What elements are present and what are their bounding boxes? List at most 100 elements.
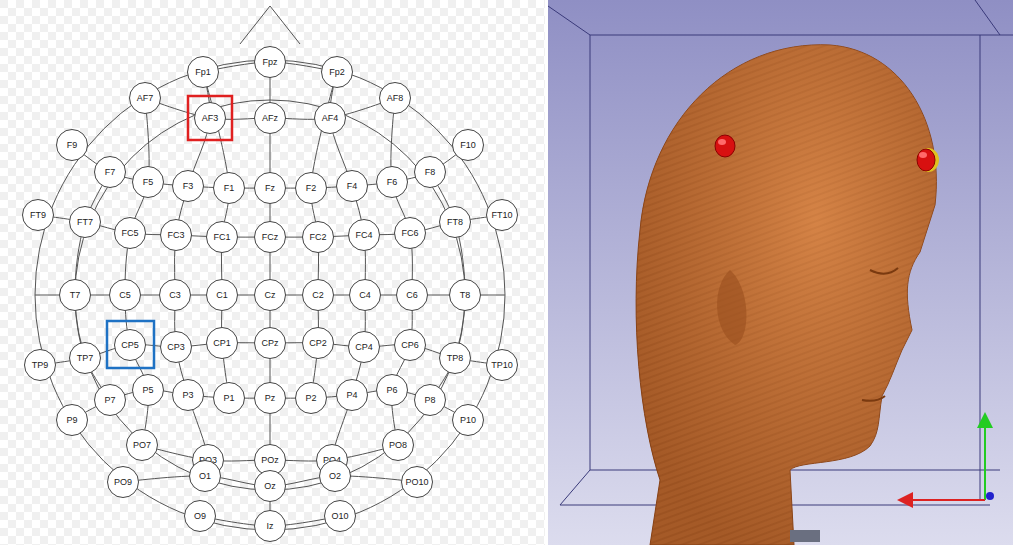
electrode-label: Iz <box>266 522 273 531</box>
electrode-label: CP4 <box>355 343 373 352</box>
electrode-circle: TP7 <box>69 342 101 374</box>
electrode-circle: PO8 <box>382 429 414 461</box>
electrode-circle: F4 <box>336 170 368 202</box>
electrode-label: AF7 <box>137 94 154 103</box>
electrode-label: CP2 <box>309 339 327 348</box>
electrode-label: AF8 <box>387 94 404 103</box>
electrode-label: F6 <box>387 178 398 187</box>
electrode-label: F3 <box>183 182 194 191</box>
electrode-label: CP3 <box>167 343 185 352</box>
electrode-circle: FC1 <box>206 221 238 253</box>
electrode-label: P9 <box>66 416 77 425</box>
electrode-layer: Fp1FpzFp2AF7AF3AFzAF4AF8F9F7F5F3F1FzF2F4… <box>0 0 545 545</box>
electrode-label: O1 <box>199 472 211 481</box>
electrode-circle: AFz <box>254 102 286 134</box>
electrode-circle: TP9 <box>24 349 56 381</box>
electrode-circle: FT9 <box>22 199 54 231</box>
electrode-circle: C2 <box>302 279 334 311</box>
electrode-label: PO9 <box>114 478 132 487</box>
electrode-circle: CP4 <box>348 331 380 363</box>
eye <box>870 268 898 274</box>
electrode-circle: FCz <box>254 221 286 253</box>
electrode-circle: CP5 <box>114 329 146 361</box>
electrode-label: Fp2 <box>329 68 345 77</box>
electrode-label: P7 <box>104 396 115 405</box>
electrode-circle: FT8 <box>439 206 471 238</box>
electrode-circle: PO7 <box>126 429 158 461</box>
electrode-circle: F9 <box>56 129 88 161</box>
electrode-circle: P1 <box>213 382 245 414</box>
electrode-label: TP7 <box>77 354 94 363</box>
electrode-label: T8 <box>460 291 471 300</box>
electrode-circle: P4 <box>336 379 368 411</box>
electrode-circle: FC5 <box>114 217 146 249</box>
electrode-label: FC6 <box>401 229 418 238</box>
electrode-label: Cz <box>265 291 276 300</box>
electrode-circle: Pz <box>254 382 286 414</box>
electrode-circle: AF4 <box>314 102 346 134</box>
electrode-label: Fpz <box>262 58 277 67</box>
electrode-label: CPz <box>261 339 278 348</box>
electrode-circle: FT7 <box>69 206 101 238</box>
electrode-circle: P6 <box>376 374 408 406</box>
electrode-circle: C3 <box>159 279 191 311</box>
electrode-circle: P2 <box>295 382 327 414</box>
electrode-label: FT10 <box>491 211 512 220</box>
electrode-label: FC4 <box>355 231 372 240</box>
electrode-label: Oz <box>264 482 276 491</box>
electrode-circle: Cz <box>254 279 286 311</box>
electrode-circle: F3 <box>172 170 204 202</box>
electrode-circle: AF8 <box>379 82 411 114</box>
electrode-label: C2 <box>312 291 324 300</box>
electrode-circle: F5 <box>132 166 164 198</box>
electrode-label: CP1 <box>213 339 231 348</box>
electrode-label: F4 <box>347 182 358 191</box>
electrode-label: C3 <box>169 291 181 300</box>
axis-triad <box>905 420 994 500</box>
electrode-circle: P7 <box>94 384 126 416</box>
electrode-label: AF3 <box>202 114 219 123</box>
electrode-label: TP8 <box>447 354 464 363</box>
electrode-label: FT8 <box>447 218 463 227</box>
electrode-marker <box>917 148 939 172</box>
electrode-label: FC2 <box>309 233 326 242</box>
electrode-circle: FC2 <box>302 221 334 253</box>
electrode-circle: F7 <box>94 156 126 188</box>
electrode-circle: FC4 <box>348 219 380 251</box>
electrode-circle: F10 <box>452 129 484 161</box>
electrode-circle: PO10 <box>401 466 433 498</box>
electrode-label: P5 <box>142 386 153 395</box>
electrode-circle: Fp1 <box>187 56 219 88</box>
electrode-label: FCz <box>262 233 279 242</box>
electrode-label: P8 <box>424 396 435 405</box>
electrode-circle: F1 <box>213 172 245 204</box>
electrode-circle: O2 <box>319 460 351 492</box>
electrode-circle: T8 <box>449 279 481 311</box>
mouth <box>862 396 885 401</box>
electrode-circle: P8 <box>414 384 446 416</box>
electrode-label: FT7 <box>77 218 93 227</box>
electrode-label: P1 <box>223 394 234 403</box>
head-model <box>636 45 936 545</box>
electrode-circle: C5 <box>109 279 141 311</box>
electrode-circle: FC3 <box>160 219 192 251</box>
electrode-label: O10 <box>331 512 348 521</box>
electrode-circle: CPz <box>254 327 286 359</box>
electrode-circle: FT10 <box>486 199 518 231</box>
panel-ground <box>0 0 545 545</box>
highlight-square <box>107 321 154 368</box>
electrode-circle: FC6 <box>394 217 426 249</box>
electrode-circle: P10 <box>452 404 484 436</box>
nose-marker <box>240 6 300 44</box>
electrode-label: CP6 <box>401 341 419 350</box>
electrode-circle: AF7 <box>129 82 161 114</box>
electrode-label: C1 <box>216 291 228 300</box>
electrode-circle: Fz <box>254 172 286 204</box>
electrode-label: PO7 <box>133 441 151 450</box>
electrode-label: F10 <box>460 141 476 150</box>
neck-base <box>790 530 820 542</box>
electrode-circle: O1 <box>189 460 221 492</box>
electrode-label: P10 <box>460 416 476 425</box>
